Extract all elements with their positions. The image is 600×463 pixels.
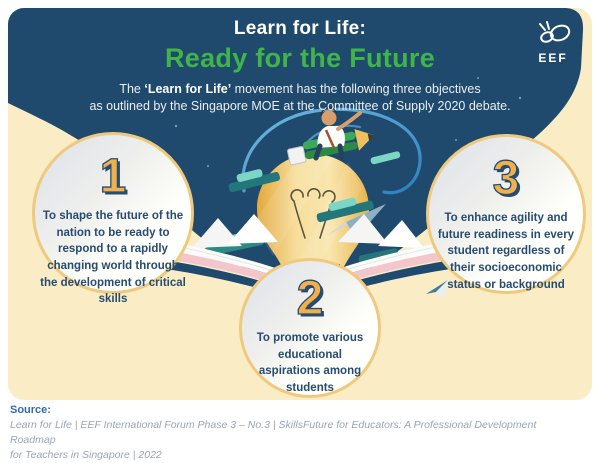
eef-logo: EEF [528,18,578,65]
objective-number: 1 [99,150,127,203]
source-line-2: for Teachers in Singapore | 2022 [10,449,162,461]
objective-number: 2 [296,272,324,325]
pencil-eraser [287,146,307,166]
page-subtitle-green: Ready for the Future [164,43,436,73]
objective-number: 3 [492,152,520,205]
header: Learn for Life: Ready for the Future The… [8,18,592,115]
source-footer: Source: Learn for Life | EEF Internation… [10,404,570,463]
source-line-1: Learn for Life | EEF International Forum… [10,419,537,446]
pencil-rocket-kid [287,106,375,166]
intro-line2: as outlined by the Singapore MOE at the … [89,99,511,113]
small-plane-right [426,280,448,298]
intro-suffix: movement has the following three objecti… [231,82,481,96]
pencil-tip [354,129,375,151]
objective-text: To shape the future of the nation to be … [40,210,186,306]
page-title: Learn for Life: [233,18,367,39]
page-peaks [192,214,424,248]
source-label: Source: [10,404,51,416]
intro-bold: ‘Learn for Life’ [144,82,232,96]
objective-text: To promote various educational aspiratio… [256,332,364,395]
objective-text: To enhance agility and future readiness … [437,212,575,291]
intro-prefix: The [119,82,145,96]
intro-text: The ‘Learn for Life’ movement has the fo… [8,81,592,115]
objective-circle-1: 1 To shape the future of the nation to b… [32,132,194,305]
objective-circle-3: 3 To enhance agility and future readines… [426,134,586,294]
objective-circle-2: 2 To promote various educational aspirat… [239,258,381,398]
kid-rider [313,106,362,161]
butterfly-icon [539,21,571,43]
filament-doodle [290,188,336,239]
logo-text: EEF [538,51,568,65]
infographic-card: Learn for Life: Ready for the Future The… [8,8,592,400]
